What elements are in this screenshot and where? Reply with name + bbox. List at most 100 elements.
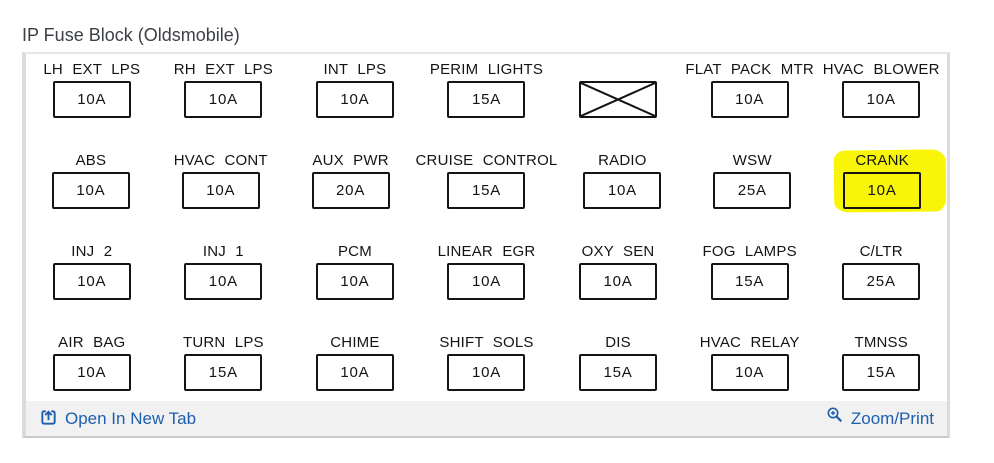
fuse-label: WSW [732,152,772,169]
fuse-cell: RADIO 10A [557,150,687,241]
fuse-label: CRANK [855,152,909,169]
fuse-box: 10A [181,172,260,209]
fuse-cell: DIS 15A [552,332,684,399]
open-in-new-tab-label: Open In New Tab [65,408,197,428]
fuse-box: 10A [52,354,131,391]
zoom-in-icon [827,407,842,422]
fuse-box: 10A [710,354,789,391]
fuse-cell: LINEAR EGR 10A [421,241,553,332]
fuse-label: TURN LPS [182,334,264,351]
x-mark-icon [581,83,656,116]
fuse-amperage: 10A [340,91,370,108]
fuse-cell: INJ 1 10A [158,241,290,332]
fuse-label: TMNSS [854,334,908,351]
fuse-label: HVAC CONT [173,152,268,169]
fuse-box: 10A [315,354,394,391]
fuse-cell: FLAT PACK MTR 10A [684,59,816,150]
fuse-label: INJ 2 [71,243,113,260]
fuse-box: 10A [52,81,131,118]
fuse-box: 10A [583,172,662,209]
fuse-amperage: 10A [471,273,502,290]
fuse-amperage: 10A [208,91,238,108]
fuse-box: 10A [843,172,922,209]
fuse-box: 15A [710,263,789,300]
fuse-label: HVAC BLOWER [822,61,940,78]
crossed-out-box [579,81,658,118]
fuse-cell: FOG LAMPS 15A [684,241,816,332]
fuse-cell: LH EXT LPS 10A [26,59,158,150]
fuse-amperage: 25A [737,182,767,199]
fuse-label: LINEAR EGR [437,243,536,260]
fuse-label: FLAT PACK MTR [685,61,814,78]
fuse-label: RADIO [598,152,647,169]
fuse-amperage: 15A [735,273,765,290]
fuse-cell: SHIFT SOLS 10A [421,332,553,399]
fuse-box: 10A [184,263,263,300]
fuse-box: 10A [579,263,658,300]
fuse-box: 15A [579,354,658,391]
fuse-amperage: 10A [76,182,106,199]
fuse-amperage: 10A [206,182,236,199]
fuse-box: 25A [713,172,792,209]
fuse-label: SHIFT SOLS [439,334,534,351]
fuse-label: DIS [605,334,631,351]
fuse-amperage: 10A [208,273,238,290]
fuse-label: AUX PWR [312,152,389,169]
fuse-box: 10A [447,354,526,391]
fuse-label [613,61,622,78]
fuse-label: INJ 1 [202,243,244,260]
fuse-label: FOG LAMPS [702,243,797,260]
fuse-cell: INJ 2 10A [26,241,158,332]
fuse-amperage: 10A [603,273,633,290]
fuse-amperage: 15A [208,364,238,381]
fuse-amperage: 10A [607,182,637,199]
page-title: IP Fuse Block (Oldsmobile) [22,25,240,45]
fuse-cell: TURN LPS 15A [158,332,290,399]
fuse-amperage: 10A [471,364,502,381]
fuse-box: 10A [447,263,526,300]
fuse-label: PCM [337,243,372,260]
fuse-cell: HVAC RELAY 10A [684,332,816,399]
fuse-box: 15A [184,354,263,391]
fuse-box: 10A [184,81,263,118]
viewer-toolbar: Open In New Tab Zoom/Print [26,401,947,436]
fuse-row: INJ 2 10A INJ 1 10A PCM 10A LINEAR EGR 10A OXY S… [26,241,947,332]
fuse-amperage: 10A [735,91,765,108]
fuse-cell: TMNSS 15A [815,332,947,399]
fuse-box: 10A [842,81,921,118]
fuse-cell: HVAC BLOWER 10A [815,59,947,150]
fuse-amperage: 10A [77,364,107,381]
fuse-label: ABS [75,152,107,169]
fuse-label: LH EXT LPS [43,61,141,78]
fuse-amperage: 25A [866,273,896,290]
zoom-print-label: Zoom/Print [850,408,934,428]
fuse-amperage: 15A [603,364,633,381]
fuse-cell: CHIME 10A [289,332,421,399]
unused-fuse-slot [552,59,684,150]
fuse-label: CHIME [330,334,380,351]
fuse-box: 10A [52,263,131,300]
fuse-cell: AUX PWR 20A [286,150,416,241]
fuse-cell: ABS 10A [26,150,156,241]
fuse-amperage: 10A [77,91,107,108]
fuse-amperage: 20A [336,182,366,199]
fuse-label: OXY SEN [581,243,655,260]
zoom-print-link[interactable]: Zoom/Print [826,407,934,429]
fuse-label: CRUISE CONTROL [415,152,558,169]
fuse-box: 10A [315,263,394,300]
open-in-new-tab-link[interactable]: Open In New Tab [39,409,196,429]
fuse-amperage: 10A [735,364,765,381]
fuse-amperage: 15A [866,364,896,381]
fuse-label: HVAC RELAY [699,334,800,351]
fuse-cell: HVAC CONT 10A [156,150,286,241]
fuse-amperage: 10A [77,273,107,290]
fuse-cell: WSW 25A [687,150,817,241]
